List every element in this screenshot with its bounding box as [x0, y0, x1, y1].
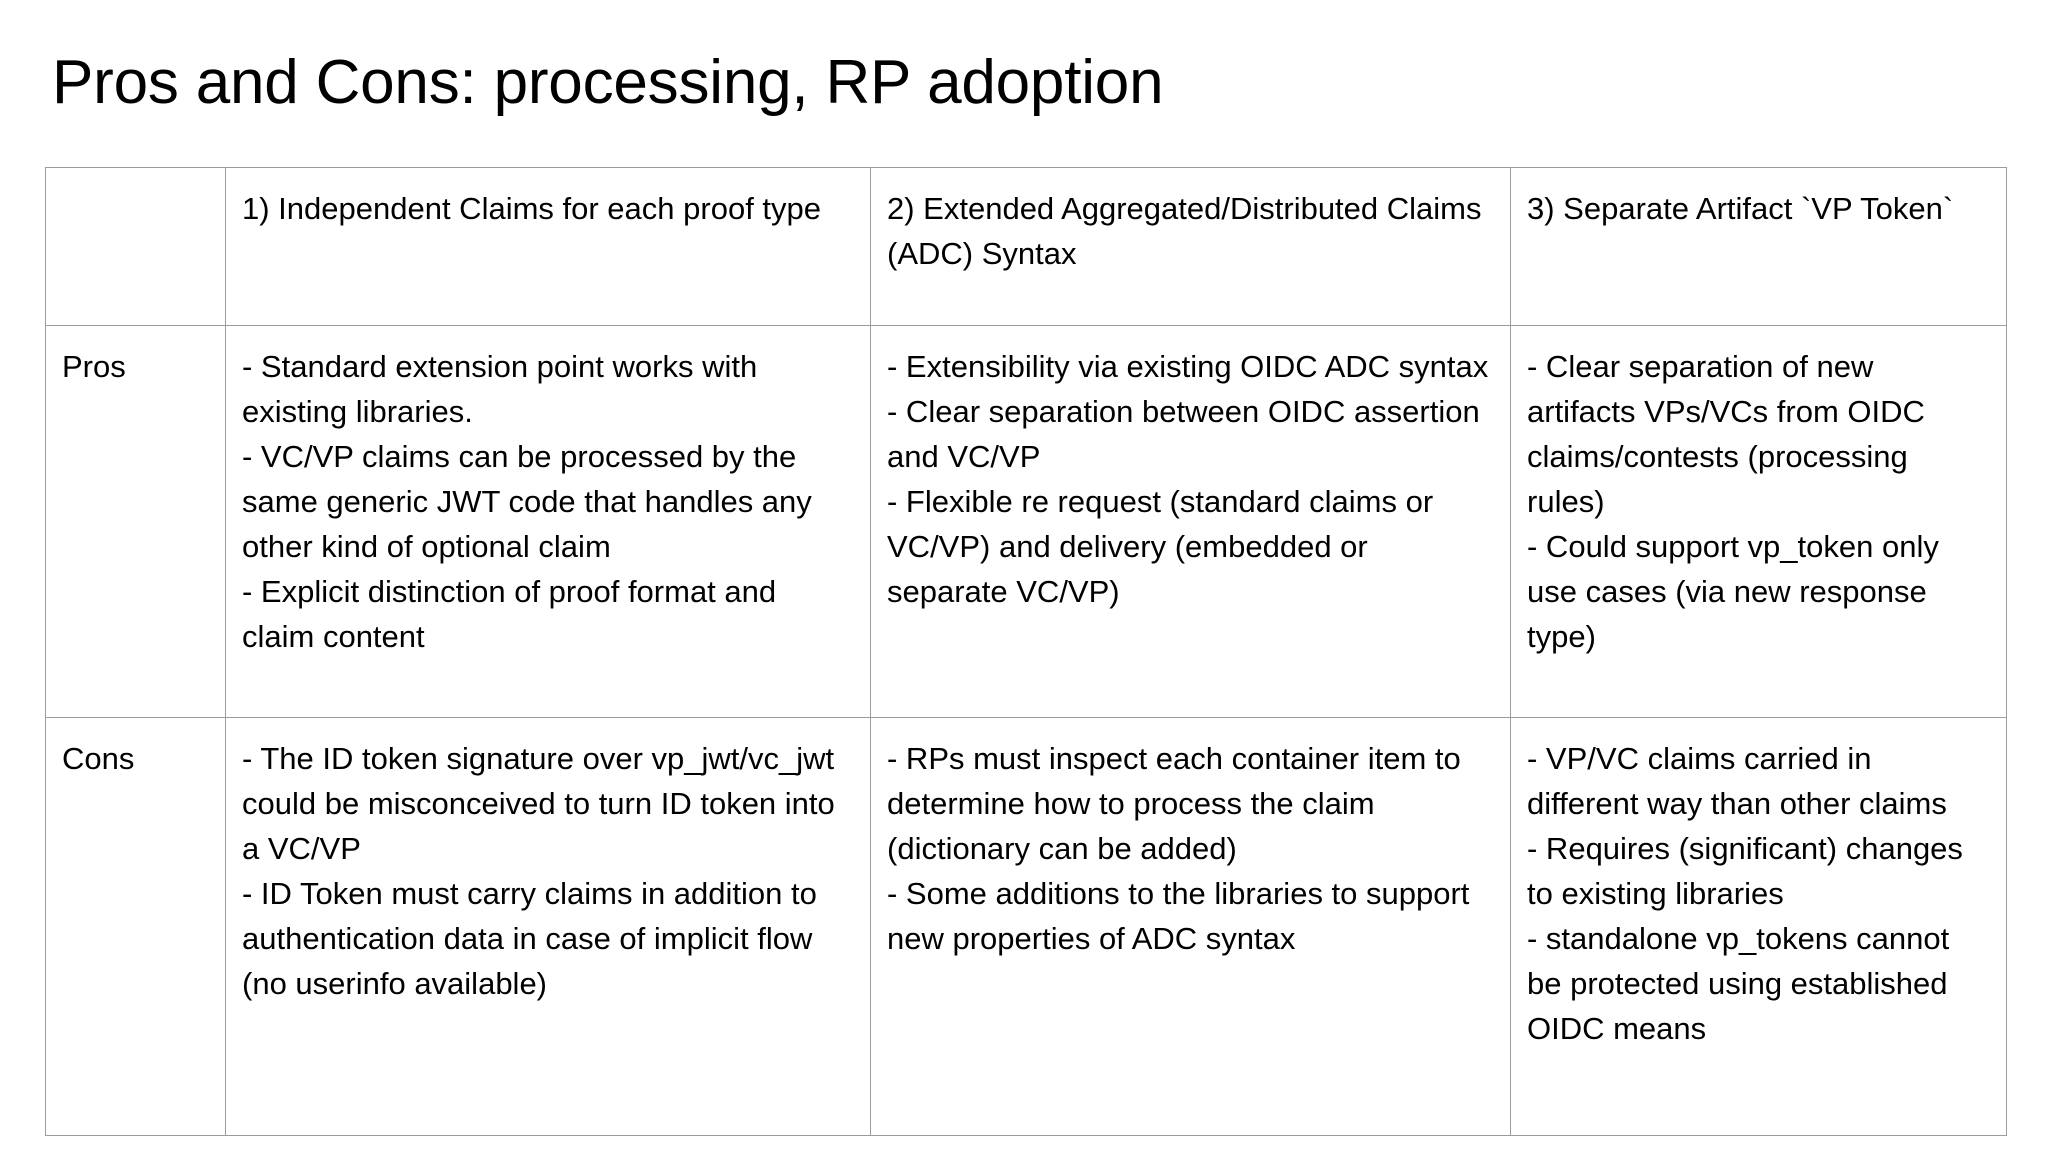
cell-cons-option-3: - VP/VC claims carried in different way …	[1510, 717, 2007, 1136]
table-corner-cell	[45, 167, 226, 326]
column-header-option-1: 1) Independent Claims for each proof typ…	[225, 167, 871, 326]
cell-pros-option-1: - Standard extension point works with ex…	[225, 325, 871, 718]
table-row: Pros - Standard extension point works wi…	[45, 325, 2007, 718]
page-title: Pros and Cons: processing, RP adoption	[52, 48, 1164, 117]
comparison-table-container: 1) Independent Claims for each proof typ…	[45, 167, 2007, 1136]
cell-pros-option-3: - Clear separation of new artifacts VPs/…	[1510, 325, 2007, 718]
row-label-cons: Cons	[45, 717, 226, 1136]
table-row: Cons - The ID token signature over vp_jw…	[45, 717, 2007, 1136]
comparison-table: 1) Independent Claims for each proof typ…	[45, 167, 2007, 1136]
table-header-row: 1) Independent Claims for each proof typ…	[45, 167, 2007, 326]
cell-cons-option-2: - RPs must inspect each container item t…	[870, 717, 1511, 1136]
cell-cons-option-1: - The ID token signature over vp_jwt/vc_…	[225, 717, 871, 1136]
column-header-option-2: 2) Extended Aggregated/Distributed Claim…	[870, 167, 1511, 326]
row-label-pros: Pros	[45, 325, 226, 718]
column-header-option-3: 3) Separate Artifact `VP Token`	[1510, 167, 2007, 326]
cell-pros-option-2: - Extensibility via existing OIDC ADC sy…	[870, 325, 1511, 718]
